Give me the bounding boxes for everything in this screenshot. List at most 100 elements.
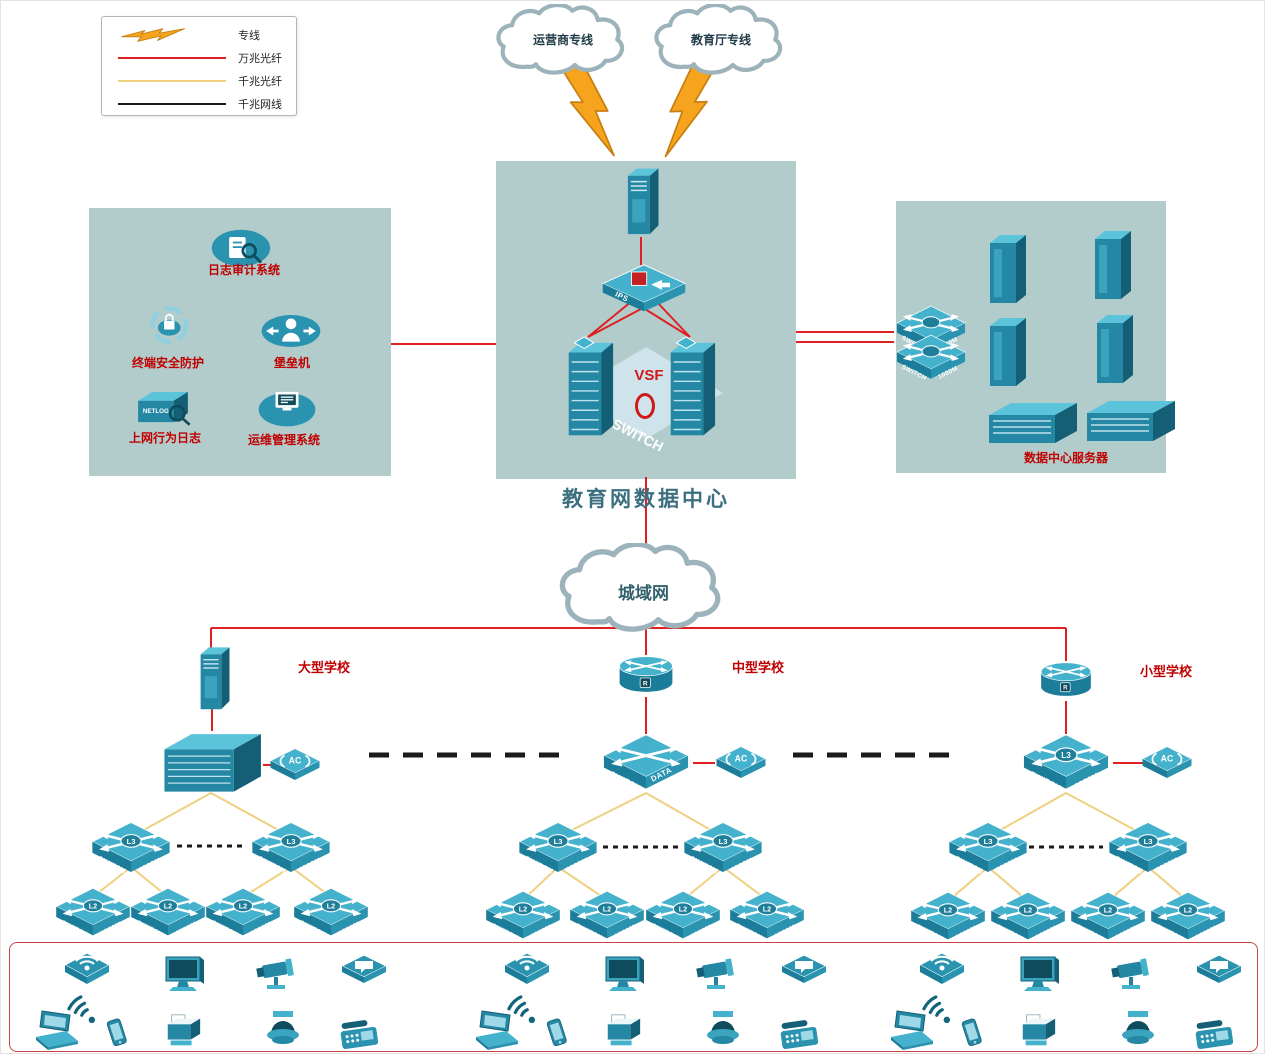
switch-tower-icon: [567, 336, 614, 437]
legend-label: 千兆光纤: [238, 76, 282, 88]
server-icon: [984, 233, 1030, 305]
svg-text:R: R: [643, 680, 648, 687]
router-icon: R: [1040, 661, 1092, 697]
netlog-icon: NETLOG: [131, 386, 195, 428]
chat-device-icon: [1194, 953, 1244, 993]
yellow-line-swatch: [118, 80, 226, 82]
switch-tower-icon: [669, 336, 716, 437]
svg-text:L2: L2: [164, 902, 172, 911]
smartphone-icon: [952, 1015, 992, 1051]
legend-item-1g: 千兆光纤: [118, 71, 288, 91]
core-firewall: [622, 167, 660, 237]
legend-label: 万兆光纤: [238, 53, 282, 65]
terminal-device-group: [31, 945, 441, 1051]
cctv-camera-icon: [1108, 953, 1156, 993]
svg-text:L3: L3: [1061, 751, 1071, 760]
server-icon: [984, 316, 1030, 388]
school-label-large: 大型学校: [297, 660, 350, 675]
chat-device-icon: [339, 953, 389, 993]
log-audit-label: 日志审计系统: [207, 263, 280, 277]
svg-text:R: R: [1063, 685, 1068, 692]
server-icon: [1089, 229, 1135, 301]
monitor-icon: [159, 953, 209, 997]
school-label-small: 小型学校: [1139, 664, 1192, 679]
school-router: R: [615, 653, 677, 697]
fax-phone-icon: [773, 1015, 825, 1053]
bastion-host-label: 堡垒机: [273, 356, 310, 370]
vsf-link-icon: [635, 393, 655, 419]
svg-text:L3: L3: [287, 837, 296, 846]
printer-icon: [1014, 1011, 1062, 1051]
dome-camera-icon: [259, 1007, 307, 1047]
ac-controller: AC: [267, 745, 323, 787]
firewall-icon: [627, 167, 660, 235]
red-line-swatch: [118, 57, 226, 59]
ac-controller: AC: [713, 743, 769, 785]
cctv-camera-icon: [693, 953, 741, 993]
bastion-host-icon: [259, 311, 323, 351]
server-icon: [1091, 313, 1137, 385]
laptop-icon: [886, 1007, 936, 1051]
cloud-education-label: 教育厅专线: [690, 33, 751, 47]
laptop-icon: [31, 1007, 81, 1051]
laptop-icon: [471, 1007, 521, 1051]
ops-management-label: 运维管理系统: [247, 433, 320, 447]
svg-text:L3: L3: [1144, 837, 1153, 846]
legend-item-cable: 千兆网线: [118, 94, 288, 114]
terminal-device-group: [886, 945, 1264, 1051]
black-line-swatch: [118, 103, 226, 105]
cloud-education: 教育厅专线: [646, 4, 796, 82]
firewall-icon: [199, 646, 231, 710]
legend: 专线 万兆光纤 千兆光纤 千兆网线: [101, 16, 297, 116]
chat-device-icon: [779, 953, 829, 993]
svg-text:AC: AC: [1161, 753, 1174, 763]
svg-text:L3: L3: [554, 837, 563, 846]
school-label-medium: 中型学校: [731, 660, 784, 675]
cloud-carrier: 运营商专线: [488, 4, 638, 82]
terminal-device-group: [471, 945, 881, 1051]
ips-device: IPS: [599, 263, 689, 315]
svg-text:L2: L2: [1024, 906, 1032, 915]
school-router: R: [1037, 659, 1095, 701]
vsf-label: VSF: [634, 367, 664, 384]
svg-text:L2: L2: [1104, 906, 1112, 915]
datacenter-title: 教育网数据中心: [562, 487, 730, 511]
terminal-security-icon: [143, 301, 199, 351]
svg-text:L2: L2: [519, 905, 527, 914]
svg-text:AC: AC: [735, 753, 748, 763]
svg-text:L2: L2: [763, 905, 771, 914]
printer-icon: [599, 1011, 647, 1051]
svg-text:L2: L2: [327, 902, 335, 911]
ac-controller: AC: [1139, 743, 1195, 785]
smartphone-icon: [97, 1015, 137, 1051]
school-core-chassis: [156, 729, 266, 795]
cloud-carrier-label: 运营商专线: [532, 33, 593, 47]
dome-camera-icon: [699, 1007, 747, 1047]
svg-text:L2: L2: [89, 902, 97, 911]
ips-icon: IPS: [602, 264, 686, 312]
monitor-icon: [599, 953, 649, 997]
svg-text:L2: L2: [679, 905, 687, 914]
netlog-label: 上网行为日志: [128, 431, 201, 445]
svg-text:L2: L2: [239, 902, 247, 911]
core-switch-tower: [663, 335, 717, 443]
smartphone-icon: [537, 1015, 577, 1051]
datacenter-access-switch: SWITCH 1000M: [894, 332, 968, 384]
core-switch-tower: [561, 335, 615, 443]
school-core-switch: L3 SWITCH 1000M: [1020, 731, 1112, 795]
legend-label: 千兆网线: [238, 99, 282, 111]
